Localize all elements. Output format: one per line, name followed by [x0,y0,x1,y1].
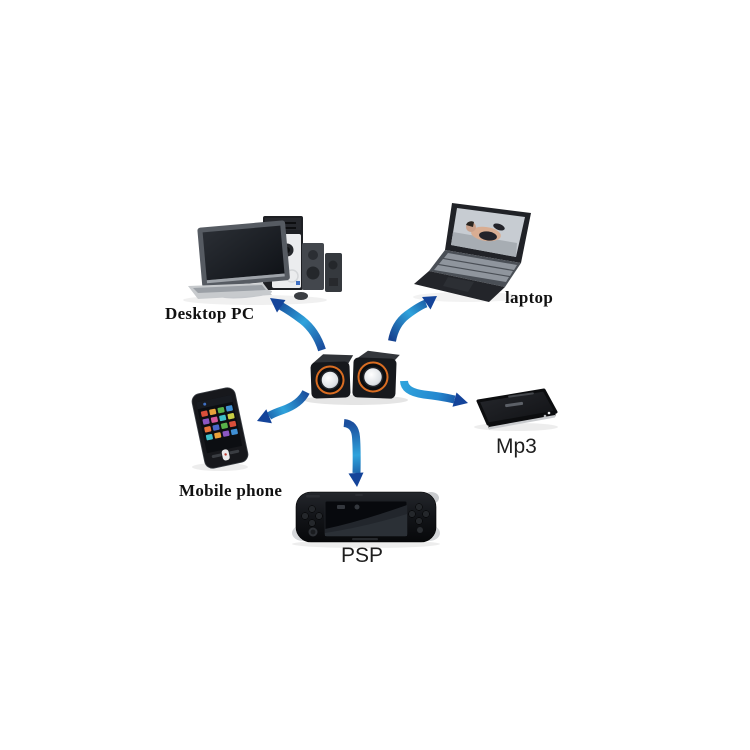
arrow-to-mobile-phone [257,390,310,424]
speakers-hub-illustration [310,350,400,399]
mobile-phone-illustration [191,387,249,469]
label-psp: PSP [341,544,384,567]
desktop-pc-illustration [188,216,342,300]
label-mobile-phone: Mobile phone [179,481,283,500]
arrow-to-laptop [388,296,437,342]
label-desktop-pc: Desktop PC [165,304,255,323]
arrow-to-psp [343,419,364,487]
psp-illustration [292,491,440,543]
laptop-illustration [414,203,531,302]
mp3-illustration [476,388,558,430]
label-laptop: laptop [505,288,554,307]
label-mp3: Mp3 [496,435,537,458]
arrow-to-desktop-pc [270,298,326,352]
arrow-to-mp3 [400,380,468,407]
